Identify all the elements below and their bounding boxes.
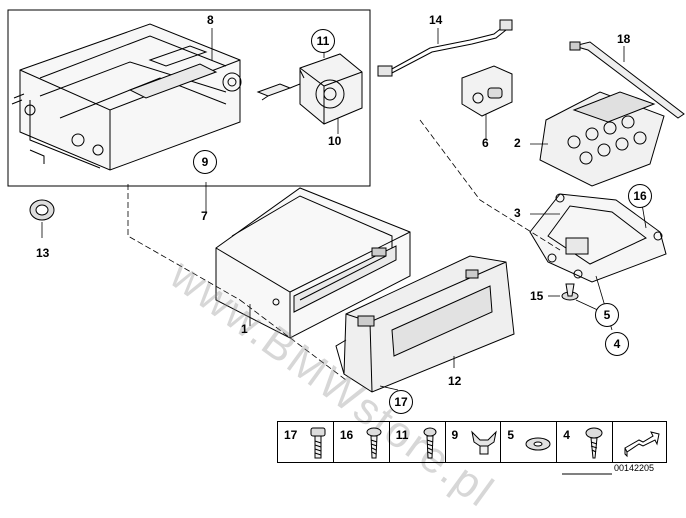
cable-tie (569, 41, 685, 119)
callout-5-circled: 5 (595, 303, 619, 327)
assembly-lines (127, 119, 561, 381)
button-switch (461, 65, 513, 117)
callout-6: 6 (482, 136, 489, 150)
legend-item-4: 4 (557, 422, 614, 462)
code-underline (562, 473, 612, 475)
pan-head-screw-icon (585, 427, 603, 459)
wiring-cable (377, 19, 513, 77)
bolt-icon (310, 427, 326, 459)
direction-arrow-icon (624, 431, 660, 458)
callout-10: 10 (328, 134, 342, 148)
assembly-frame (7, 9, 371, 187)
callout-15: 15 (530, 289, 544, 303)
torx-screw-icon (423, 427, 437, 459)
callout-18: 18 (617, 32, 631, 46)
legend-number: 9 (451, 428, 459, 442)
mounting-bracket (529, 193, 667, 283)
torx-screw-icon (366, 427, 382, 459)
diagram-code: 00142205 (614, 463, 655, 473)
callout-4-circled: 4 (605, 332, 629, 356)
cd-changer-bracket (11, 23, 242, 171)
callout-2: 2 (514, 136, 521, 150)
callout-12: 12 (448, 374, 462, 388)
washer-icon (525, 437, 551, 451)
callout-17-circled: 17 (389, 390, 413, 414)
legend-item-16: 16 (334, 422, 390, 462)
legend-number: 16 (339, 428, 354, 442)
legend-item-17: 17 (278, 422, 334, 462)
legend-item-5: 5 (501, 422, 558, 462)
legend-item-9: 9 (446, 422, 502, 462)
legend-number: 17 (284, 428, 298, 442)
legend-number: 4 (563, 428, 570, 442)
grommet (29, 199, 55, 221)
front-panel-trim (335, 255, 515, 393)
legend-number: 11 (395, 428, 409, 442)
callout-13: 13 (36, 246, 50, 260)
fastener-legend: 17 16 11 9 5 (277, 421, 667, 463)
callout-14: 14 (429, 13, 443, 27)
callout-8: 8 (207, 13, 214, 27)
small-screw (561, 283, 579, 301)
legend-number: 5 (507, 428, 515, 442)
callout-7: 7 (201, 209, 208, 223)
fan-unit (299, 53, 363, 125)
callout-1: 1 (241, 322, 248, 336)
callout-11-circled: 11 (311, 29, 335, 53)
legend-item-arrow (613, 422, 666, 462)
callout-9-circled: 9 (193, 150, 217, 174)
wing-nut-icon (470, 430, 497, 455)
cd-changer-unit (215, 187, 411, 339)
callout-3: 3 (514, 206, 521, 220)
legend-item-11: 11 (390, 422, 446, 462)
parts-diagram (7, 9, 685, 393)
connector-plug (256, 77, 305, 101)
callout-16-circled: 16 (628, 184, 652, 208)
control-keypad (539, 91, 665, 187)
